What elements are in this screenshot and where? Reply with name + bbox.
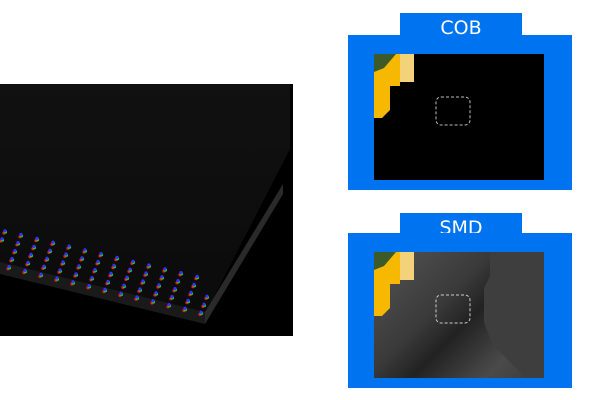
cob-frame	[348, 35, 572, 190]
smd-closeup	[374, 252, 544, 378]
cob-label-tab: COB	[400, 13, 522, 39]
led-panel-illustration	[0, 84, 293, 336]
cob-closeup	[374, 54, 544, 180]
smd-frame	[348, 233, 572, 388]
cob-label: COB	[440, 17, 482, 39]
